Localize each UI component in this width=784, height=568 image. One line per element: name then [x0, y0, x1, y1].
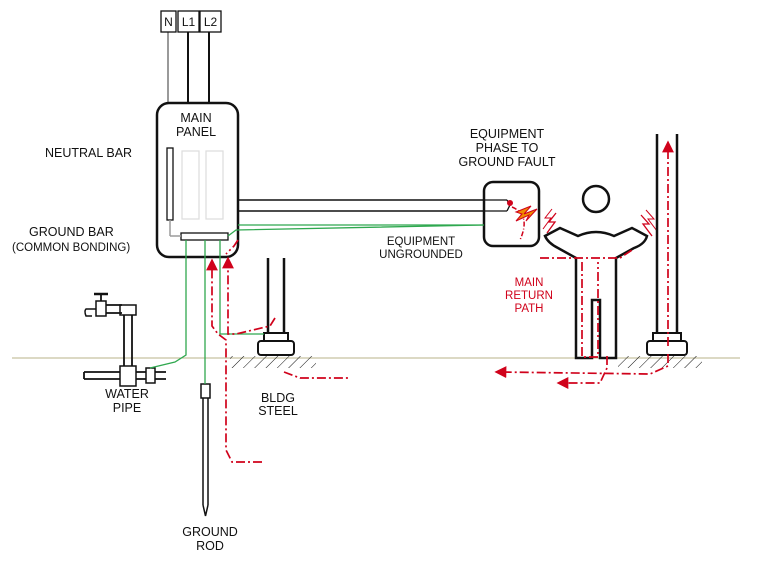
terminal-l2: L2	[199, 10, 222, 33]
equipment-ungrounded-label-1: EQUIPMENT	[387, 236, 455, 248]
return-path-bar-arc	[225, 239, 239, 255]
return-path-legs	[581, 262, 599, 358]
person-body	[543, 226, 649, 360]
grounding-conductors	[149, 224, 485, 384]
return-path-steel-soil	[283, 371, 348, 379]
right-steel-column	[618, 134, 702, 368]
equipment-fault-label-3: GROUND FAULT	[459, 155, 556, 169]
neutral-bar	[166, 147, 174, 221]
equipment-fault-label-2: PHASE TO	[476, 141, 539, 155]
main-return-path-label-2: RETURN	[505, 290, 553, 302]
terminal-l2-label: L2	[204, 15, 218, 29]
ground-bar-label-2: (COMMON BONDING)	[12, 242, 130, 254]
person-head	[581, 184, 611, 214]
equipment-ground-tail	[227, 224, 485, 237]
fault-point	[507, 200, 513, 206]
faucet-icon	[84, 292, 108, 317]
return-path-steel-to-bar	[222, 256, 276, 335]
service-conductors	[167, 28, 210, 106]
ground-rod	[200, 383, 211, 517]
building-steel-column	[230, 258, 316, 368]
ground-bar-label-1: GROUND BAR	[29, 225, 114, 239]
main-panel-label-2: PANEL	[176, 125, 216, 139]
return-path	[206, 140, 674, 463]
water-pipe	[83, 304, 166, 387]
bldg-steel-label-2: STEEL	[258, 404, 298, 418]
person-figure	[543, 184, 649, 360]
breaker-slot-2	[205, 150, 224, 220]
equipment-enclosure	[482, 180, 541, 248]
spark-icon	[514, 205, 538, 222]
ground-rod-label-1: GROUND	[182, 525, 238, 539]
terminal-l1: L1	[177, 10, 200, 33]
ground-rod-label-2: ROD	[196, 539, 224, 553]
terminal-n-label: N	[164, 15, 173, 29]
steel-bonding-wire	[219, 240, 264, 335]
hand-spark-right-icon	[640, 209, 658, 237]
ground-bar	[180, 232, 229, 241]
pipe-clamp	[145, 367, 156, 384]
terminal-n: N	[160, 10, 177, 33]
main-panel	[155, 101, 240, 259]
hand-spark-left-icon	[542, 208, 557, 234]
main-panel-label-1: MAIN	[180, 111, 211, 125]
neutral-bar-label: NEUTRAL BAR	[45, 146, 132, 160]
return-path-arms	[540, 249, 633, 259]
water-pipe-label-2: PIPE	[113, 401, 142, 415]
main-return-path-label-3: PATH	[515, 303, 544, 315]
terminal-l1-label: L1	[182, 15, 196, 29]
return-path-rod-to-bar	[206, 258, 262, 463]
return-path-arrow-1	[556, 356, 608, 389]
main-return-path-label-1: MAIN	[515, 277, 544, 289]
return-path-arrow-2	[494, 354, 669, 379]
equipment-fault-label-1: EQUIPMENT	[470, 127, 545, 141]
ground-rod-clamp	[200, 383, 211, 399]
equipment-ungrounded-label-2: UNGROUNDED	[379, 249, 463, 261]
water-pipe-bonding-wire	[149, 240, 187, 369]
breaker-slot-1	[181, 150, 200, 220]
bldg-steel-label-1: BLDG	[261, 391, 295, 405]
pipe-fitting	[119, 365, 137, 387]
water-pipe-label-1: WATER	[105, 387, 149, 401]
